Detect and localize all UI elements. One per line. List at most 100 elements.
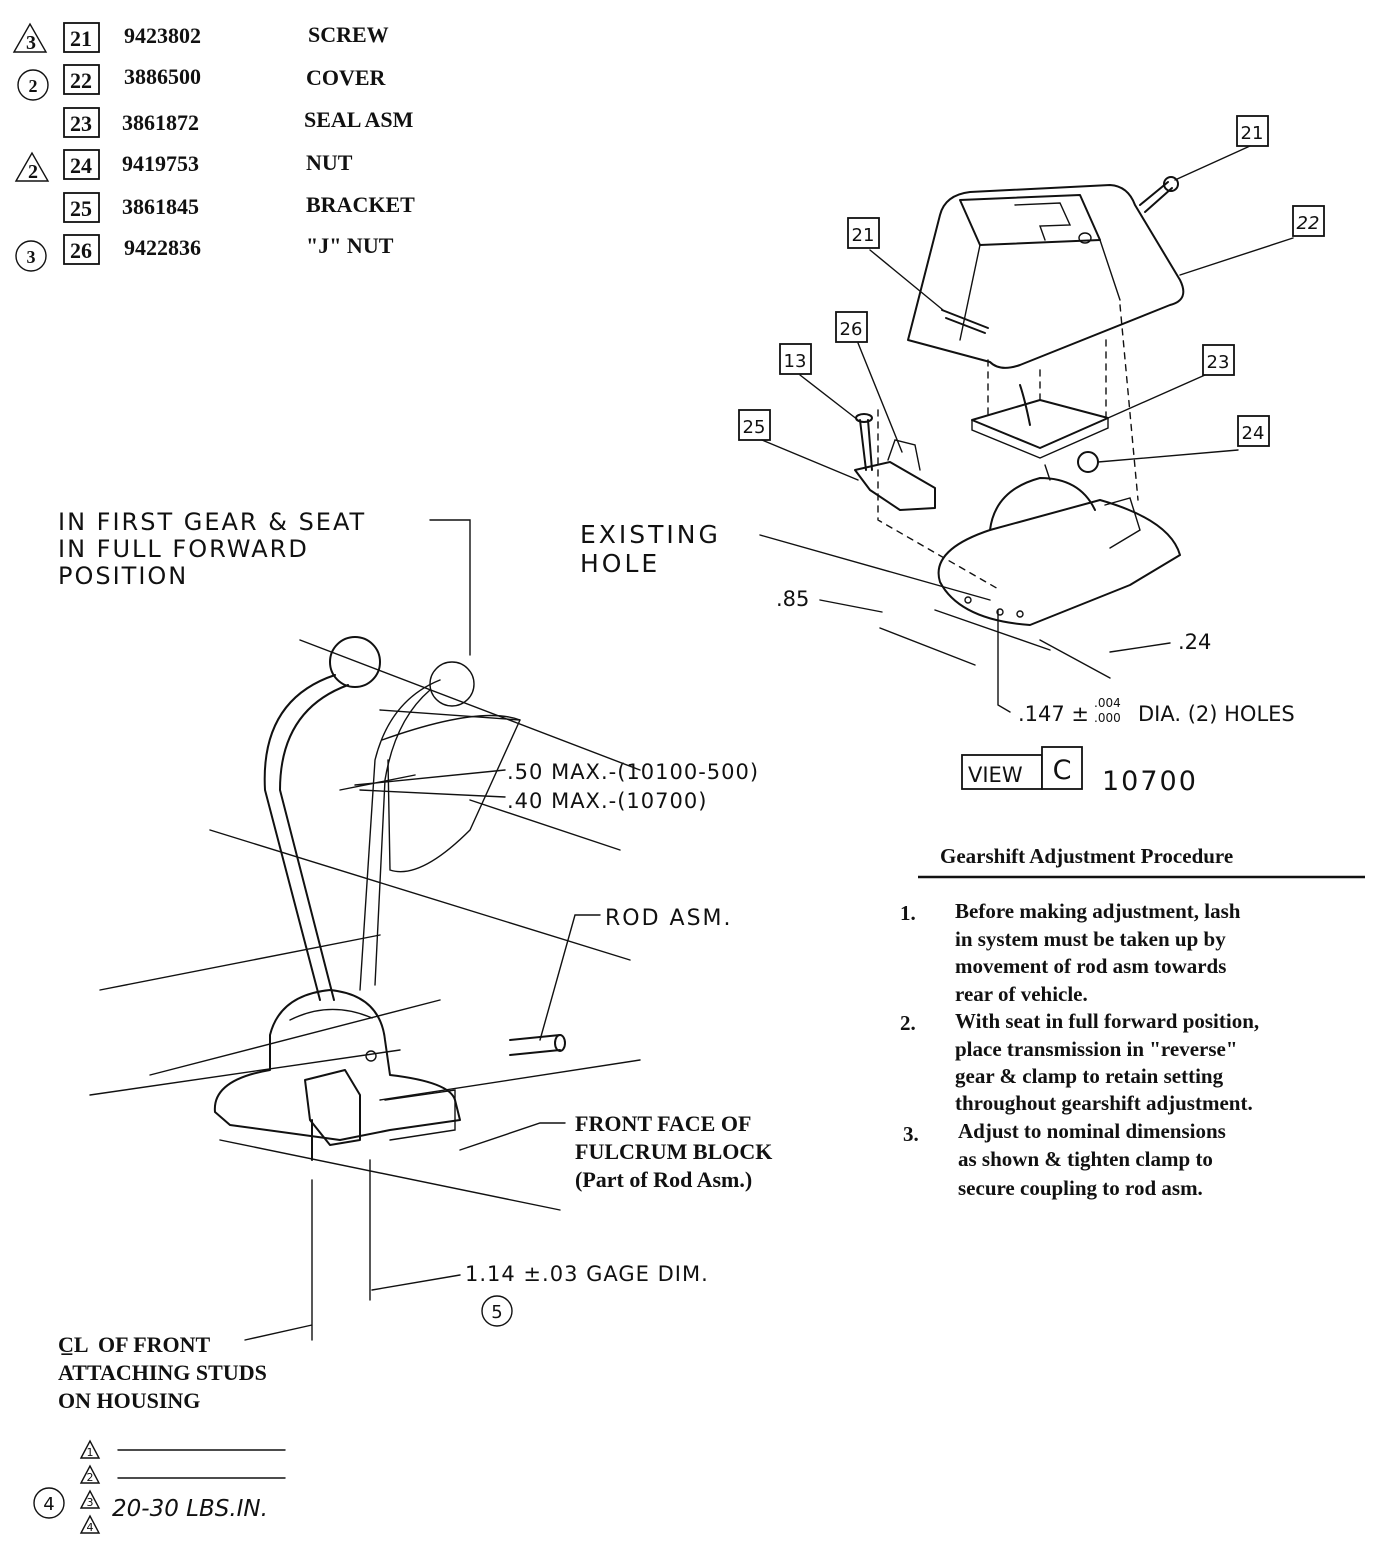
ghost-knob (429, 661, 475, 707)
max-dim-lines (339, 769, 506, 798)
callout-label: 21 (1241, 123, 1264, 144)
hole (1016, 610, 1024, 618)
parts-name: "J" NUT (306, 233, 394, 258)
callout-leader (857, 342, 903, 453)
parts-number: 9423802 (124, 23, 201, 48)
parts-ref: 25 (70, 196, 92, 221)
flag-triangle-icon (79, 1464, 101, 1484)
bolt-head (855, 413, 873, 423)
shift-lever (279, 684, 349, 1001)
nut-24 (1077, 451, 1099, 473)
shift-lever (263, 674, 336, 1001)
step-line: Adjust to nominal dimensions (958, 1119, 1226, 1143)
parts-flag: 2 (29, 76, 38, 96)
step-line: in system must be taken up by (955, 927, 1226, 951)
ref-box (63, 149, 100, 180)
callout-leader (761, 439, 859, 481)
note-circle-icon (481, 1295, 513, 1327)
j-nut-26 (887, 439, 921, 471)
shift-knob (329, 636, 381, 688)
view-letter-box (1041, 746, 1083, 790)
rod-coupling (384, 1089, 456, 1141)
parts-name: NUT (306, 150, 353, 175)
parts-row: 2 24 9419753 NUT (14, 149, 353, 183)
callout-leader (1179, 237, 1294, 276)
parts-number: 3861845 (122, 194, 199, 219)
holes-tol-top: .004 (1094, 696, 1121, 710)
parts-number: 3886500 (124, 64, 201, 89)
callout-leader (1107, 374, 1206, 419)
parts-row: 3 21 9423802 SCREW (12, 22, 389, 54)
floor-lines (89, 639, 641, 1211)
ref-box (63, 234, 100, 265)
torque-flag: 2 (87, 1471, 94, 1484)
bolt-13 (859, 419, 873, 471)
dimension-24: .24 (1178, 630, 1211, 654)
screw-head (1163, 176, 1179, 192)
seat-outline (381, 714, 521, 873)
torque-flag: 3 (87, 1496, 94, 1509)
callout-box (1236, 115, 1269, 147)
assembly-lines (877, 304, 1139, 591)
ref-box (63, 192, 100, 223)
centerline-symbol: C̲L (58, 1332, 89, 1357)
existing-hole-leader (759, 534, 991, 601)
existing-hole-label: HOLE (580, 549, 660, 578)
front-face-label: FULCRUM BLOCK (575, 1139, 772, 1164)
gage-dim-label: 1.14 ±.03 GAGE DIM. (465, 1262, 709, 1286)
view-label: VIEW (968, 763, 1023, 787)
hole (964, 596, 972, 604)
ref-box (63, 107, 100, 138)
torque-legend: 1 2 4 3 20-30 LBS.IN. 4 (33, 1439, 286, 1534)
parts-number: 9419753 (122, 151, 199, 176)
note-circle-icon (17, 69, 49, 101)
step-line: gear & clamp to retain setting (955, 1064, 1224, 1088)
procedure-step: 2. With seat in full forward position, p… (900, 1009, 1259, 1115)
callout-label: 21 (852, 225, 875, 246)
callout-box (847, 217, 880, 249)
cover-slot (1014, 202, 1072, 241)
step-line: place transmission in "reverse" (955, 1037, 1238, 1061)
parts-row: 25 3861845 BRACKET (63, 192, 415, 223)
parts-flag: 3 (26, 32, 36, 54)
torque-flag: 1 (87, 1446, 94, 1459)
dim-40-label: .40 MAX.-(10700) (507, 789, 707, 813)
note-leader (429, 519, 471, 656)
step-line: rear of vehicle. (955, 982, 1088, 1006)
parts-list: 3 21 9423802 SCREW 2 22 3886500 COVER 23… (12, 22, 415, 272)
callout-label: 26 (840, 319, 863, 340)
holes-dim-a: .147 ± (1018, 702, 1089, 726)
first-gear-note: IN FIRST GEAR & SEAT (58, 508, 366, 536)
procedure-section: Gearshift Adjustment Procedure 1. Before… (900, 844, 1365, 1200)
front-face-label: (Part of Rod Asm.) (575, 1167, 752, 1192)
step-number: 3. (903, 1122, 919, 1146)
parts-number: 9422836 (124, 235, 201, 260)
dimension-lines (819, 599, 1171, 713)
torque-value: 20-30 LBS.IN. (112, 1496, 268, 1522)
centerline-label: ATTACHING STUDS (58, 1360, 267, 1385)
rod (509, 1034, 561, 1056)
seal-lever (1019, 384, 1031, 426)
callout-label: 25 (743, 417, 766, 438)
cover-outline (907, 184, 1185, 369)
torque-flag: 4 (87, 1521, 94, 1534)
existing-hole-label: EXISTING (580, 520, 721, 549)
callout-leader (799, 374, 859, 421)
callout-label: 23 (1207, 352, 1230, 373)
bracket-25 (854, 461, 936, 511)
housing-hole (365, 1050, 377, 1062)
callout-box (738, 409, 771, 441)
callout-leader (1097, 449, 1239, 463)
screw-21-lower (941, 309, 989, 334)
exploded-view-drawing: 21 22 21 26 23 13 25 24 EXISTING (580, 115, 1325, 797)
seal-plate (971, 399, 1109, 449)
procedure-step: 3. Adjust to nominal dimensions as shown… (903, 1119, 1226, 1200)
callout-leader (869, 249, 944, 311)
ghost-lever (374, 689, 431, 986)
cover-screw-hole (1078, 232, 1092, 244)
callout-label: 13 (784, 351, 807, 372)
housing-bracket (1104, 497, 1141, 549)
housing-dome-edge (289, 1008, 373, 1021)
parts-ref: 24 (70, 153, 92, 178)
